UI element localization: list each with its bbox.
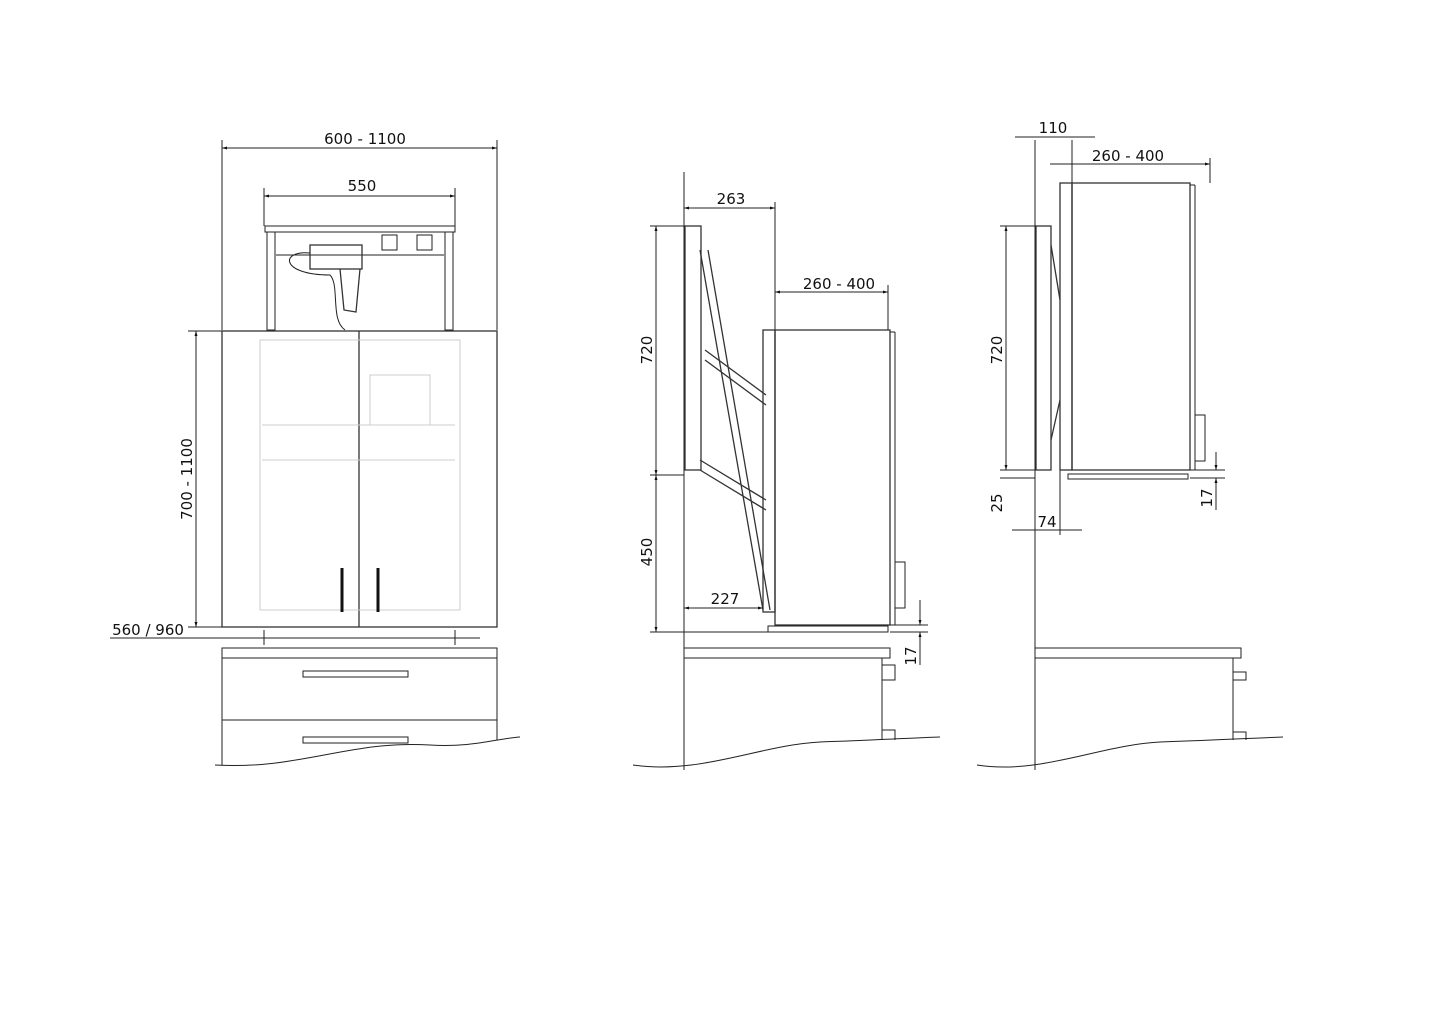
projection-top-label: 263	[717, 190, 746, 208]
gap-label: 17	[1198, 488, 1216, 507]
side-view-closed: 110 260 - 400 720 25 74 17	[976, 119, 1284, 770]
vanity-unit	[214, 647, 521, 767]
projection-bottom-label: 227	[711, 590, 740, 608]
plate-depth-label: 74	[1037, 513, 1056, 531]
cabinet-depth-label: 260 - 400	[803, 275, 875, 293]
front-view: 600 - 1100 550 700 - 1100 560 / 960	[110, 130, 521, 767]
mechanism-width-label: 550	[348, 177, 377, 195]
cabinet-depth-label: 260 - 400	[1092, 147, 1164, 165]
side-view-open: 263 260 - 400 720 450 227 17	[632, 172, 941, 770]
lift-mechanism	[264, 225, 456, 331]
depth-label: 560 / 960	[112, 621, 184, 639]
bottom-offset-label: 25	[988, 493, 1006, 512]
gap-label: 17	[902, 646, 920, 665]
offset-label: 110	[1039, 119, 1068, 137]
mirror-cabinet	[221, 330, 498, 628]
height-upper-label: 720	[638, 336, 656, 365]
height-label: 720	[988, 336, 1006, 365]
height-lower-label: 450	[638, 538, 656, 567]
height-range-label: 700 - 1100	[178, 438, 196, 520]
overall-width-label: 600 - 1100	[324, 130, 406, 148]
